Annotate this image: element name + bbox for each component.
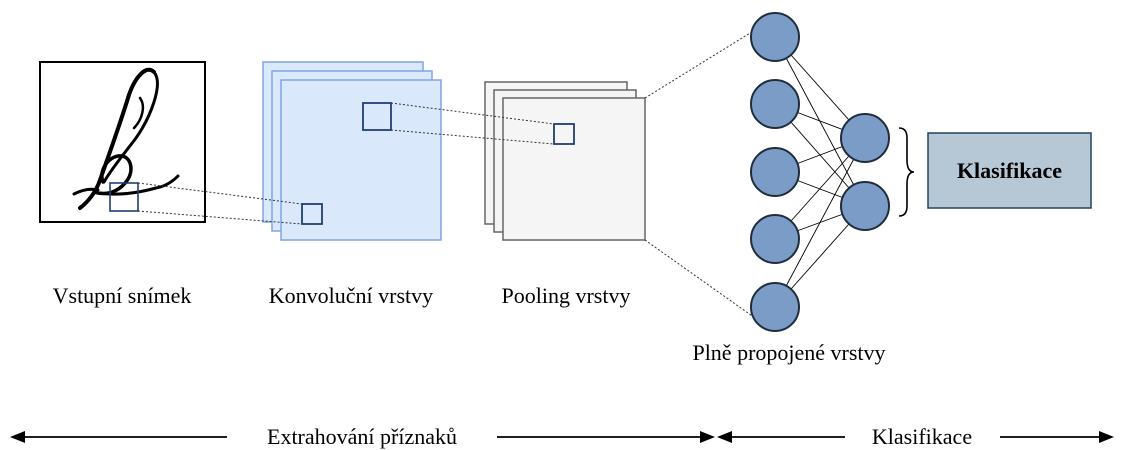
- conv-layer-front: [280, 79, 442, 241]
- pooling-label: Pooling vrstvy: [502, 283, 631, 308]
- output-brace: [898, 127, 915, 217]
- phase-arrows: [10, 431, 1114, 443]
- neuron-layer2-1: [840, 113, 890, 163]
- classifier-box: [927, 132, 1092, 209]
- input-label: Vstupní snímek: [53, 283, 192, 308]
- neuron-layer1-4: [750, 214, 800, 264]
- neuron-layer1-5: [750, 282, 800, 332]
- phase-classification-label: Klasifikace: [872, 424, 972, 449]
- phase-extraction-label: Extrahování příznaků: [267, 424, 457, 449]
- neuron-layer2-2: [840, 181, 890, 231]
- fc-label: Plně propojené vrstvy: [692, 340, 885, 365]
- conv-label: Konvoluční vrstvy: [269, 283, 433, 308]
- classifier-label: Klasifikace: [957, 158, 1062, 183]
- conv-layers: [262, 61, 442, 241]
- input-image: [39, 61, 206, 223]
- input-receptive-field: [109, 182, 139, 212]
- projection-lines: [137, 29, 756, 319]
- conv-receptive-field: [362, 102, 392, 131]
- fc-neurons: [750, 12, 890, 332]
- conv-output-cell: [301, 203, 323, 225]
- neuron-layer1-3: [750, 147, 800, 197]
- pool-layer-front: [502, 97, 646, 241]
- neuron-layer1-2: [750, 79, 800, 129]
- neuron-layer1-1: [750, 12, 800, 62]
- pool-output-cell: [553, 123, 575, 145]
- pooling-layers: [484, 81, 646, 241]
